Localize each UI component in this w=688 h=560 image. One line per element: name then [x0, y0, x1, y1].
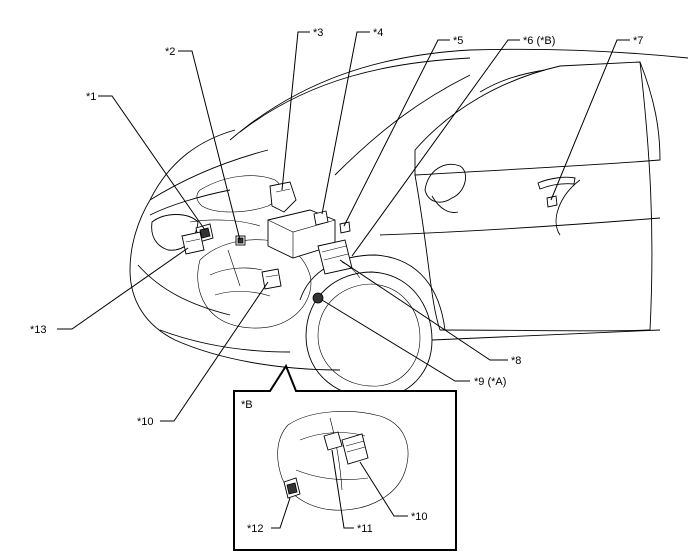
callout-7: *7 — [633, 35, 643, 47]
callout-labels: *1 *2 *3 *4 *5 *6 (*B) *7 *8 *9 (*A) *10… — [30, 27, 643, 428]
component-4-relay — [313, 210, 329, 226]
inset-b: *B *10 *11 *12 — [233, 363, 457, 551]
callout-6: *6 (*B) — [523, 35, 555, 47]
component-7-door-switch — [546, 195, 558, 208]
component-8-9-sensor — [312, 292, 324, 304]
inset-component-11 — [323, 431, 343, 451]
callout-9: *9 (*A) — [474, 376, 506, 388]
component-3-module — [269, 181, 297, 213]
component-markers — [181, 181, 558, 304]
inset-callout-10: *10 — [411, 511, 428, 523]
callout-10: *10 — [137, 416, 154, 428]
inset-callout-12: *12 — [247, 523, 264, 535]
callout-3: *3 — [313, 27, 323, 39]
callout-4: *4 — [373, 27, 383, 39]
callout-2: *2 — [165, 46, 175, 58]
callout-5: *5 — [453, 35, 463, 47]
callout-1: *1 — [86, 91, 96, 103]
leader-lines — [57, 31, 630, 422]
callout-8: *8 — [511, 355, 521, 367]
inset-title: *B — [241, 399, 253, 411]
inset-callout-11: *11 — [357, 523, 373, 535]
component-13-relay-box — [181, 231, 205, 255]
callout-13: *13 — [30, 324, 47, 336]
vehicle-outline — [129, 48, 688, 399]
